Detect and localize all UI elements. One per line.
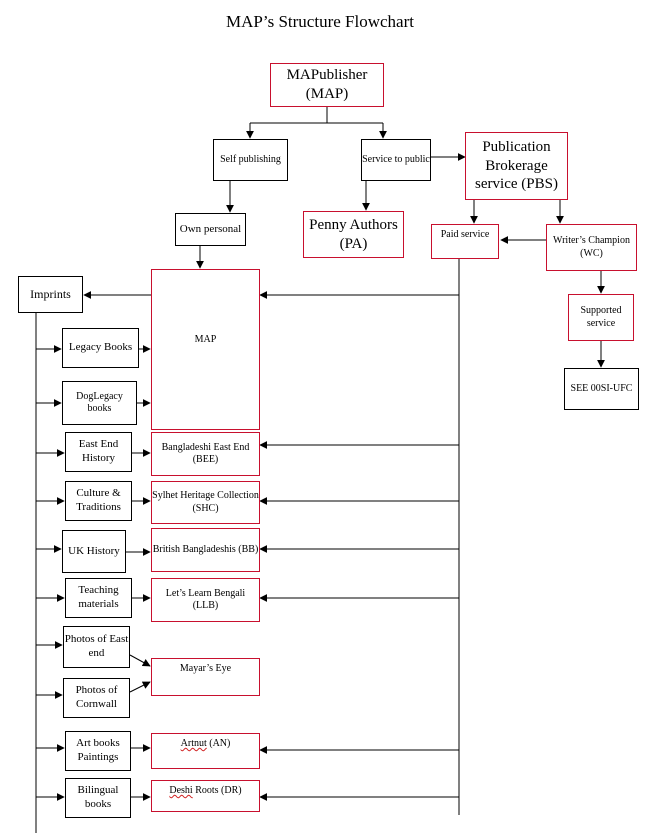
paid-service-node: Paid service: [431, 224, 499, 259]
mapublisher-node: MAPublisher (MAP): [270, 63, 384, 107]
imprint-mayars-eye: Mayar’s Eye: [151, 658, 260, 696]
category-legacy-books: Legacy Books: [62, 328, 139, 368]
imprint-artnut-name: Artnut: [180, 738, 207, 749]
category-teaching-materials: Teaching materials: [65, 578, 132, 618]
category-art-books: Art books Paintings: [65, 731, 131, 771]
category-uk-history: UK History: [62, 530, 126, 573]
imprint-deshi-name: Deshi: [169, 785, 193, 796]
writers-champion-node: Writer’s Champion (WC): [546, 224, 637, 271]
category-photos-cornwall: Photos of Cornwall: [63, 678, 130, 718]
own-personal-node: Own personal: [175, 213, 246, 246]
imprint-artnut-code: (AN): [206, 738, 231, 749]
imprint-deshi-code: Roots (DR): [192, 785, 242, 796]
see-node: SEE 00SI-UFC: [564, 368, 639, 410]
pbs-node: Publication Brokerage service (PBS): [465, 132, 568, 200]
self-publishing-node: Self publishing: [213, 139, 288, 181]
imprint-bb: British Bangladeshis (BB): [151, 528, 260, 572]
imprint-shc: Sylhet Heritage Collection (SHC): [151, 481, 260, 524]
imprint-bee: Bangladeshi East End (BEE): [151, 432, 260, 476]
category-east-end-history: East End History: [65, 432, 132, 472]
supported-service-node: Supported service: [568, 294, 634, 341]
service-to-public-node: Service to public: [361, 139, 431, 181]
imprint-llb: Let’s Learn Bengali (LLB): [151, 578, 260, 622]
imprint-deshi-roots: Deshi Roots (DR): [151, 780, 260, 812]
category-photos-east-end: Photos of East end: [63, 626, 130, 668]
category-culture-traditions: Culture & Traditions: [65, 481, 132, 521]
category-bilingual-books: Bilingual books: [65, 778, 131, 818]
category-doglegacy-books: DogLegacy books: [62, 381, 137, 425]
page-title: MAP’s Structure Flowchart: [226, 12, 414, 31]
imprint-artnut: Artnut (AN): [151, 733, 260, 769]
penny-authors-node: Penny Authors (PA): [303, 211, 404, 258]
map-node: MAP: [151, 269, 260, 430]
imprints-node: Imprints: [18, 276, 83, 313]
